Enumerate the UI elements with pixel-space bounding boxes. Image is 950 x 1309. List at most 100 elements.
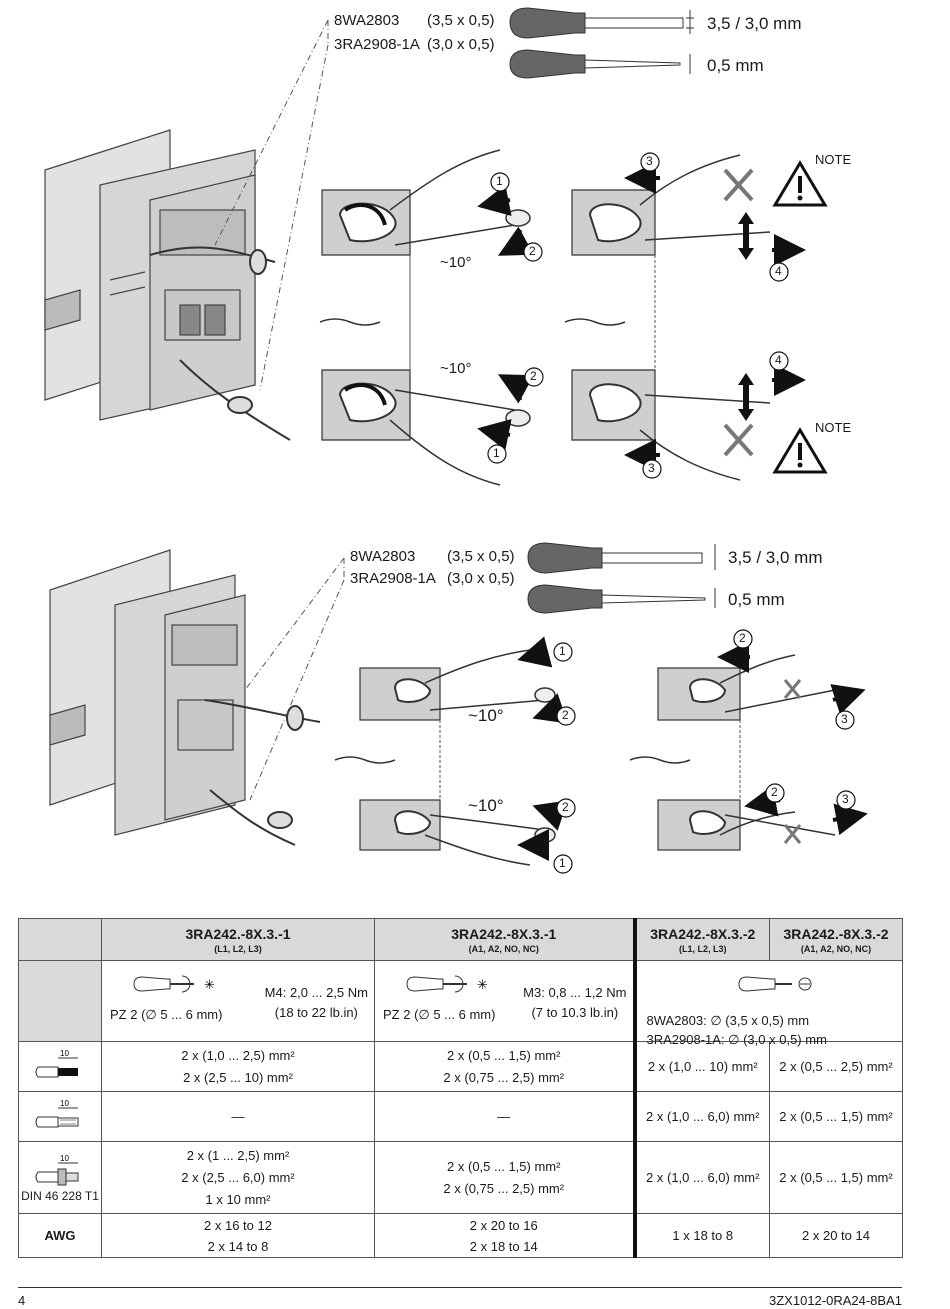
header-col2: 3RA242.-8X.3.-1 (A1, A2, NO, NC) [374,918,635,961]
row3-col4: 2 x (0,5 ... 1,5) mm² [769,1141,903,1214]
pozidriv-screwdriver-icon: ✳ [133,975,215,993]
svg-text:10: 10 [60,1099,69,1108]
svg-text:✳: ✳ [477,978,488,993]
step-num: 2 [562,800,569,814]
bottom-angle-a: ~10° [468,706,504,725]
row2-col4: 2 x (0,5 ... 1,5) mm² [769,1091,903,1142]
top-tool1-size: (3,5 x 0,5) [427,12,495,29]
step-arrows-top [477,162,806,471]
row3-col3: 2 x (1,0 ... 6,0) mm² [632,1141,770,1214]
top-tool1-code: 8WA2803 [334,12,400,29]
top-blade-width: 3,5 / 3,0 mm [707,14,802,33]
header-blank [18,918,102,961]
x-marks-bottom [783,679,802,844]
note-label-top: NOTE [815,152,852,167]
finely-stranded-conductor-icon: 10 [35,1099,79,1128]
screwdriver-wide-bottom [527,542,716,574]
bottom-blade-width: 3,5 / 3,0 mm [728,548,823,567]
step-num: 3 [841,712,848,726]
terminal-top-left-b [321,369,411,441]
row3-col1: 2 x (1 ... 2,5) mm² 2 x (2,5 ... 6,0) mm… [101,1141,375,1214]
x-marks-top [723,168,754,457]
header-col4: 3RA242.-8X.3.-2 (A1, A2, NO, NC) [769,918,903,961]
terminal-top-right-b [571,369,656,441]
top-angle-b: ~10° [440,360,472,377]
table-row-tools: ✳ PZ 2 (∅ 5 ... 6 mm) M4: 2,0 ... 2,5 Nm… [18,960,903,1047]
terminal-top-right-a [571,189,656,256]
row2-col1: — [101,1091,375,1142]
bottom-tool2-size: (3,0 x 0,5) [447,570,515,587]
tools-col1: ✳ PZ 2 (∅ 5 ... 6 mm) M4: 2,0 ... 2,5 Nm… [101,960,375,1042]
screwdriver-thin-top [509,49,691,79]
step-num: 4 [775,264,782,278]
table-row-awg: AWG 2 x 16 to 12 2 x 14 to 8 2 x 20 to 1… [18,1213,903,1258]
tool-torque: M4: 2,0 ... 2,5 Nm (18 to 22 lb.in) [264,985,368,1020]
solid-conductor-icon: 10 [35,1049,78,1078]
svg-text:✳: ✳ [204,978,215,993]
row4-col1: 2 x 16 to 12 2 x 14 to 8 [101,1213,375,1258]
row3-col2: 2 x (0,5 ... 1,5) mm² 2 x (0,75 ... 2,5)… [374,1141,635,1214]
step-num: 3 [648,461,655,475]
tools-col3-4: 8WA2803: ∅ (3,5 x 0,5) mm 3RA2908-1A: ∅ … [632,960,903,1047]
wire-bottom [204,699,321,846]
header-col3: 3RA242.-8X.3.-2 (L1, L2, L3) [632,918,770,961]
screwdriver-thin-bottom [527,584,716,614]
bottom-angle-b: ~10° [468,796,504,815]
installation-illustration [44,7,868,874]
step-num: 2 [739,631,746,645]
tool-pz-size: PZ 2 (∅ 5 ... 6 mm) [383,1007,496,1022]
step-num: 2 [530,369,537,383]
specification-table: 3RA242.-8X.3.-1 (L1, L2, L3) 3RA242.-8X.… [18,918,903,1258]
page-number: 4 [18,1293,26,1308]
document-number: 3ZX1012-0RA24-8BA1 [769,1293,902,1308]
warning-icon-bottom [772,427,828,474]
step-num: 3 [646,154,653,168]
warning-icon-top [772,160,828,207]
leader-lines-top [214,19,329,391]
screwdriver-wide-top [509,7,694,39]
step-num: 2 [562,708,569,722]
ferrule-conductor-icon: 10 [35,1154,79,1186]
top-blade-thick: 0,5 mm [707,56,764,75]
header-col1: 3RA242.-8X.3.-1 (L1, L2, L3) [101,918,375,961]
svg-text:10: 10 [60,1049,69,1058]
step-num: 3 [842,792,849,806]
wires-top-panels [319,149,771,486]
tool-torque: M3: 0,8 ... 1,2 Nm (7 to 10.3 lb.in) [523,985,627,1020]
up-down-arrows-top [738,212,754,421]
step-circles-bottom [553,629,856,874]
row1-col3: 2 x (1,0 ... 10) mm² [632,1041,770,1092]
note-label-bottom: NOTE [815,420,852,435]
row-label-tools [18,960,102,1042]
slotted-sizes: 8WA2803: ∅ (3,5 x 0,5) mm 3RA2908-1A: ∅ … [646,1013,827,1047]
step-circles-top [487,152,789,479]
top-angle-a: ~10° [440,254,472,271]
top-tool2-size: (3,0 x 0,5) [427,36,495,53]
row4-col3: 1 x 18 to 8 [632,1213,770,1258]
bottom-blade-thick: 0,5 mm [728,590,785,609]
step-num: 1 [559,856,566,870]
terminal-top-left-a [321,189,411,256]
terminals-bottom [359,667,741,851]
tool-pz-size: PZ 2 (∅ 5 ... 6 mm) [110,1007,223,1022]
row1-col1: 2 x (1,0 ... 2,5) mm² 2 x (2,5 ... 10) m… [101,1041,375,1092]
row-label-finestranded: 10 [18,1091,102,1142]
step-num: 2 [529,244,536,258]
step-num: 4 [775,353,782,367]
din-label: DIN 46 228 T1 [21,1189,99,1203]
row2-col3: 2 x (1,0 ... 6,0) mm² [632,1091,770,1142]
wires-bottom-panels [334,649,836,866]
row4-col2: 2 x 20 to 16 2 x 18 to 14 [374,1213,635,1258]
leader-lines-bottom [244,557,345,801]
footer-rule [18,1287,902,1288]
row-label-awg: AWG [18,1213,102,1258]
step-num: 2 [771,785,778,799]
contactor-top [44,129,256,421]
pozidriv-screwdriver-icon: ✳ [406,975,488,993]
contactor-bottom [49,549,246,836]
slotted-screwdriver-icon [737,976,811,992]
wire-top [149,246,291,441]
bottom-tool1-code: 8WA2803 [350,548,416,565]
row-label-ferrule: 10 DIN 46 228 T1 [18,1141,102,1214]
tools-col2: ✳ PZ 2 (∅ 5 ... 6 mm) M3: 0,8 ... 1,2 Nm… [374,960,635,1042]
